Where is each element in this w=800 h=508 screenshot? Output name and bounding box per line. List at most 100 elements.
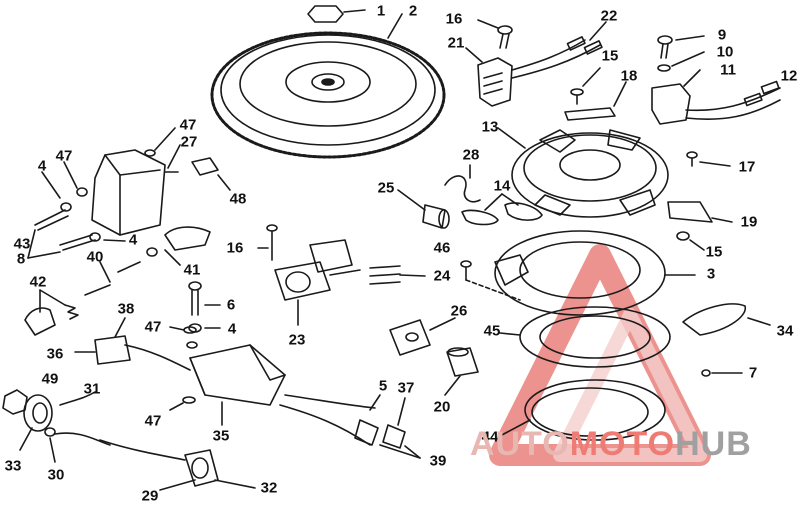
callout-25: 25 — [377, 179, 395, 197]
callout-39: 39 — [429, 452, 447, 470]
callout-45: 45 — [483, 322, 501, 340]
callout-34: 34 — [776, 322, 794, 340]
washer-4-left2 — [89, 232, 101, 242]
callout-19: 19 — [740, 213, 758, 231]
callout-1: 1 — [376, 2, 386, 20]
callout-26: 26 — [450, 302, 468, 320]
watermark-hub: HUB — [675, 425, 752, 463]
callout-18: 18 — [620, 67, 638, 85]
gasket-45 — [499, 306, 671, 368]
callout-35: 35 — [212, 427, 230, 445]
callout-15-top: 15 — [601, 47, 619, 65]
callout-8: 8 — [16, 250, 26, 268]
washer-47-left — [76, 187, 88, 197]
callout-48: 48 — [229, 190, 247, 208]
callout-10: 10 — [716, 43, 734, 61]
callout-29: 29 — [141, 487, 159, 505]
sleeves-14 — [461, 193, 543, 226]
callout-5: 5 — [378, 377, 388, 395]
callout-11: 11 — [720, 61, 736, 79]
callout-40: 40 — [86, 248, 104, 266]
screw-17 — [686, 151, 731, 167]
charge-coil-21 — [465, 47, 513, 107]
screw-9 — [657, 35, 705, 59]
callout-13: 13 — [481, 118, 499, 136]
terminals-24 — [369, 265, 426, 285]
terminal-30 — [44, 427, 111, 463]
callout-47-top: 47 — [179, 116, 197, 134]
watermark-moto: MOTO — [569, 425, 676, 463]
screw-6 — [188, 281, 221, 316]
spark-boot-42 — [24, 289, 66, 336]
bracket-26 — [389, 317, 456, 356]
wire-31 — [59, 391, 96, 406]
wire-leads-22 — [511, 21, 607, 79]
callout-2: 2 — [408, 2, 418, 20]
callout-41: 41 — [183, 261, 201, 279]
stator-plate-13 — [497, 127, 669, 218]
sensor-assembly-23 — [274, 239, 361, 326]
callout-4-right: 4 — [227, 320, 237, 338]
flywheel — [210, 13, 446, 159]
watermark-triangle-logo — [489, 244, 711, 466]
callout-14: 14 — [493, 177, 511, 195]
callout-30: 30 — [47, 466, 65, 484]
washer-mid-low — [186, 341, 198, 349]
callout-43: 43 — [13, 235, 31, 253]
power-pack-35 — [189, 344, 286, 426]
callout-7: 7 — [748, 364, 758, 382]
washer-10 — [657, 51, 705, 72]
callout-37: 37 — [397, 379, 415, 397]
callout-28: 28 — [462, 146, 480, 164]
wedge-34 — [682, 303, 771, 336]
spring-43 — [64, 304, 79, 320]
callout-27: 27 — [180, 133, 198, 151]
retainer-plate-3 — [494, 230, 696, 316]
callout-21: 21 — [447, 34, 465, 52]
callout-16-top: 16 — [445, 10, 463, 28]
bolt-8 — [27, 209, 96, 259]
callout-47-mid: 47 — [144, 318, 162, 336]
callout-16-mid: 16 — [226, 239, 244, 257]
spring-28 — [444, 175, 481, 203]
callout-20: 20 — [433, 398, 451, 416]
callout-12: 12 — [780, 67, 798, 85]
timer-base-11 — [651, 69, 701, 125]
nut-49 — [2, 389, 28, 415]
screw-16-top — [477, 19, 513, 49]
grommet-33 — [19, 394, 53, 451]
callout-15-right: 15 — [705, 243, 723, 261]
clip-19 — [667, 201, 713, 223]
callout-4-mid: 4 — [128, 231, 138, 249]
callout-47-low: 47 — [144, 412, 162, 430]
cable-29 — [99, 439, 256, 491]
callout-31: 31 — [83, 380, 101, 398]
callout-23: 23 — [288, 331, 306, 349]
callout-44: 44 — [481, 428, 499, 446]
bushing-25 — [397, 189, 450, 229]
screw-16-mid — [257, 224, 278, 261]
washer-4-left — [60, 202, 72, 212]
callout-22: 22 — [600, 7, 618, 25]
screw-15-right — [676, 231, 690, 241]
ignition-coil-27 — [91, 144, 181, 236]
watermark-text: AUTOMOTOHUB — [470, 425, 752, 464]
callout-24: 24 — [433, 267, 451, 285]
callout-49: 49 — [41, 370, 59, 388]
rods-40 — [84, 261, 141, 296]
callout-42: 42 — [29, 273, 47, 291]
callout-32: 32 — [260, 479, 278, 497]
washer-47-top — [144, 149, 156, 157]
callout-4-left: 4 — [37, 157, 47, 175]
wire-leads-12 — [685, 80, 781, 120]
clamp-48 — [191, 157, 231, 191]
screw-15-top — [570, 67, 601, 105]
connector-36 — [74, 317, 191, 371]
flywheel-nut — [307, 5, 344, 23]
screw-7 — [701, 369, 743, 377]
callout-38: 38 — [117, 300, 135, 318]
callout-9: 9 — [717, 26, 727, 44]
spark-boot-41 — [146, 226, 211, 266]
callout-46: 46 — [433, 239, 451, 257]
